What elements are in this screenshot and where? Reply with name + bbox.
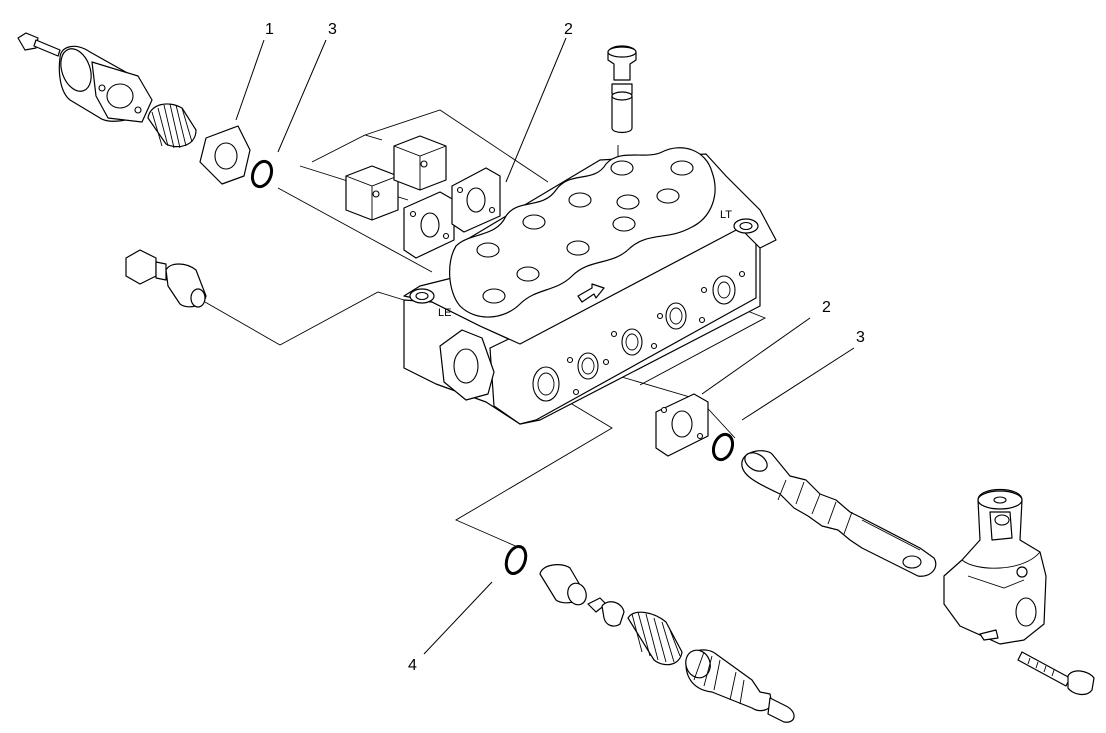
top-plug: [607, 45, 637, 81]
solenoid-gasket: [199, 125, 251, 185]
top-spring-piston: [611, 83, 633, 134]
lever-bracket: [943, 489, 1047, 645]
o-ring-top-left: [250, 159, 274, 189]
callout-1: 1: [265, 21, 274, 38]
callouts: 1 3 2 2 3 4: [265, 21, 865, 674]
o-ring-bottom: [504, 544, 528, 576]
spool-cover-flange: [655, 393, 709, 457]
solenoid-bolt: [17, 32, 61, 57]
relief-seat: [539, 564, 587, 606]
main-spool: [741, 450, 937, 577]
callout-2-right: 2: [822, 299, 831, 316]
port-mark-right: LT: [720, 209, 732, 221]
callout-3-right: 3: [856, 329, 865, 346]
solenoid-body: [58, 45, 153, 123]
pilot-check-valve: [125, 249, 207, 308]
cap-plug-left: [345, 165, 399, 221]
valve-body: LE LT: [403, 147, 777, 425]
callout-4: 4: [408, 657, 417, 674]
cap-plug-right: [393, 135, 447, 191]
bracket-bolt: [1017, 651, 1095, 696]
solenoid-spring: [147, 103, 197, 149]
relief-spring: [627, 611, 683, 666]
callout-3-top: 3: [328, 21, 337, 38]
relief-cartridge: [685, 649, 795, 723]
o-ring-right: [711, 432, 735, 462]
relief-poppet: [587, 597, 625, 627]
callout-leaders: [235, 37, 855, 655]
cover-plate-left: [403, 191, 455, 259]
port-mark-left: LE: [438, 307, 451, 319]
cover-plate-right: [451, 167, 501, 233]
callout-2-top: 2: [564, 21, 573, 38]
